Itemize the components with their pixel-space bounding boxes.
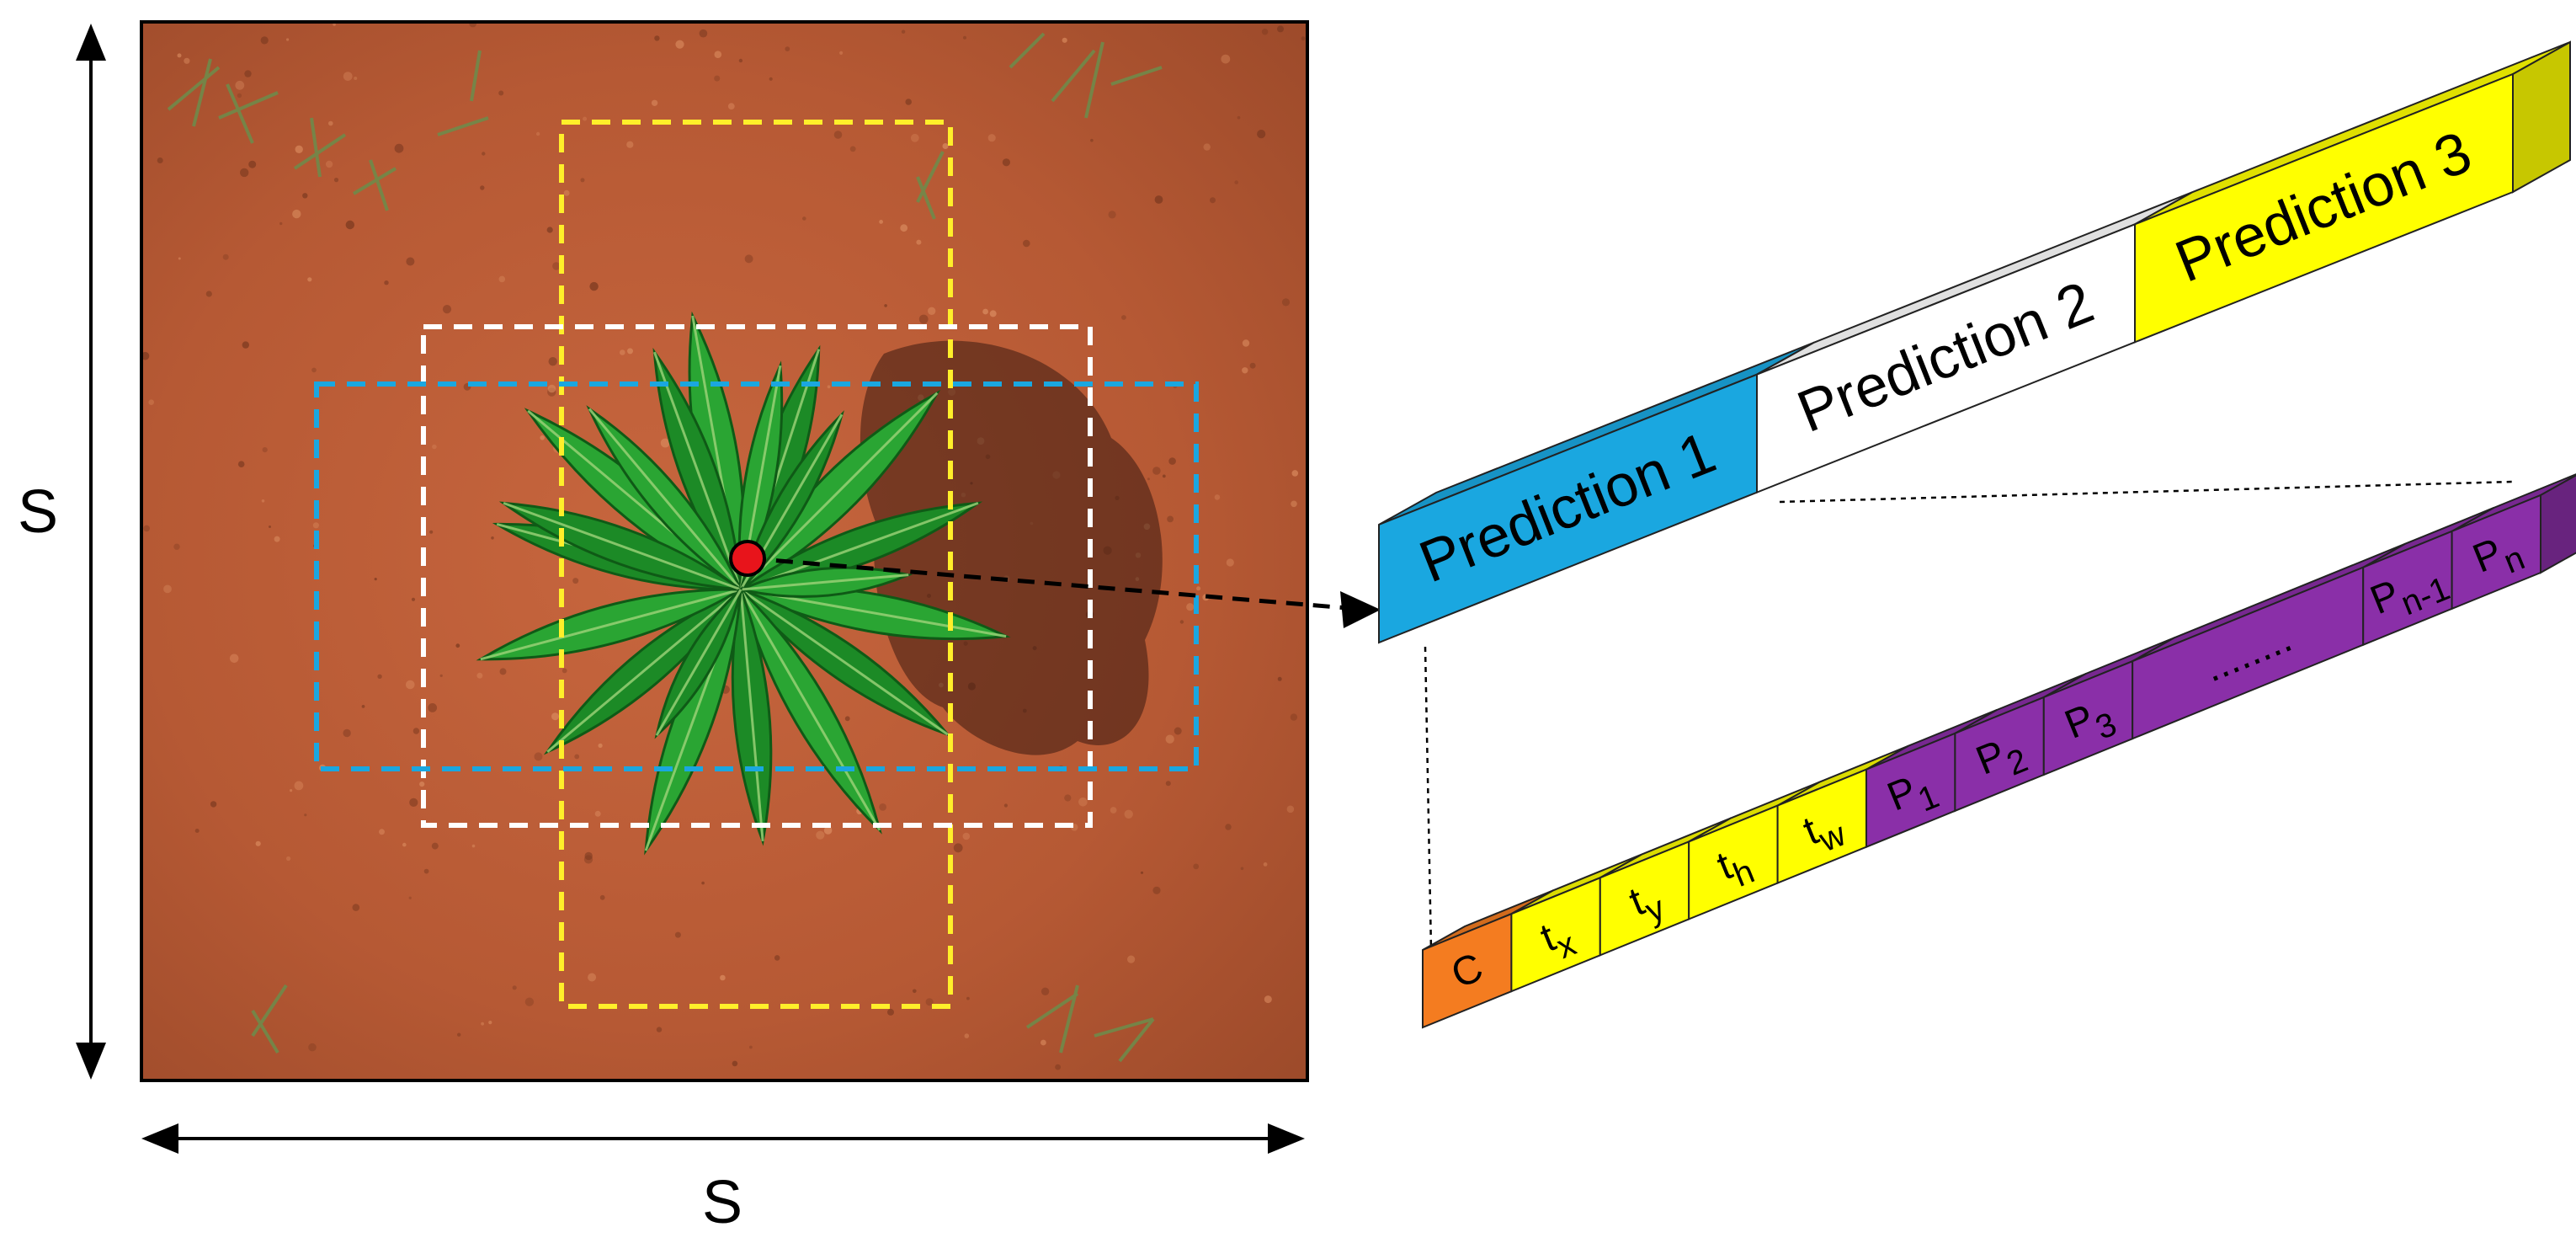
- zoom-guide-left: [1424, 646, 1433, 951]
- grass-patches: [167, 32, 1163, 1063]
- right-arrow-icon: [1268, 1123, 1305, 1154]
- pointer-arrow-icon: [1340, 591, 1381, 628]
- coffee-plant: [476, 311, 1011, 856]
- photo-border: [140, 20, 1309, 1082]
- left-arrow-icon: [141, 1123, 178, 1154]
- plant-shadow: [860, 340, 1163, 755]
- blue-anchor-box: [314, 381, 1199, 771]
- vertical-dimension-label: S: [18, 478, 58, 546]
- center-point: [729, 540, 766, 577]
- white-anchor-box: [421, 324, 1093, 828]
- down-arrow-icon: [76, 1043, 106, 1080]
- horizontal-dimension-label: S: [702, 1169, 742, 1236]
- grid-cell-pointer: [729, 540, 1381, 628]
- vector-side-face: [2540, 474, 2576, 574]
- vertical-dimension: S: [18, 24, 106, 1080]
- zoom-guides: [1424, 480, 2514, 951]
- up-arrow-icon: [76, 24, 106, 61]
- plant-photo: [141, 22, 1307, 1080]
- prediction-side-face: [2512, 40, 2571, 194]
- anchor-boxes: [314, 120, 1199, 1009]
- zoom-guide-right: [1779, 480, 2514, 504]
- yellow-anchor-box: [559, 120, 953, 1009]
- horizontal-dimension: S: [141, 1123, 1305, 1236]
- pointer-dashed-line: [748, 556, 1348, 611]
